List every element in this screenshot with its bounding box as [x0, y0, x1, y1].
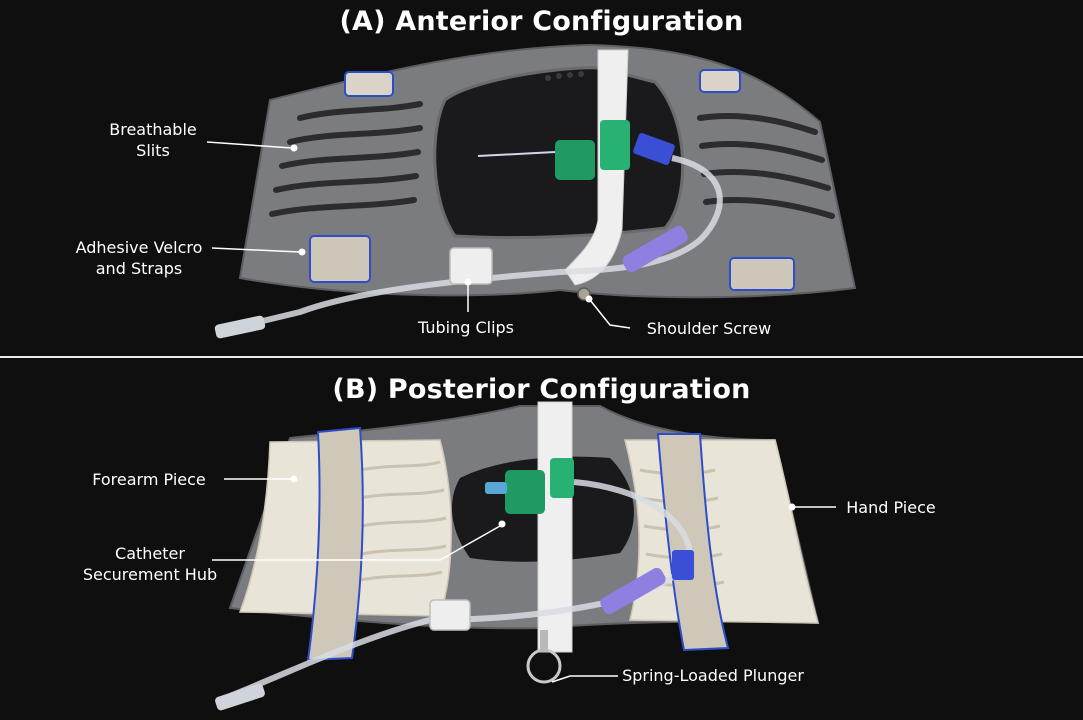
- label-catheter-hub: Catheter Securement Hub: [80, 543, 220, 585]
- label-catheter-line-2: Securement Hub: [82, 565, 218, 584]
- forearm-foam-ridges: [359, 460, 447, 582]
- tubing-clip-posterior: [429, 599, 471, 631]
- iv-tubing-anterior: [224, 155, 723, 333]
- purple-connector-posterior: [600, 567, 666, 615]
- posterior-splint-photo: [212, 401, 836, 711]
- elastic-strap-anterior: [564, 49, 629, 286]
- hand-foam-piece: [624, 439, 819, 624]
- panel-anterior: (A) Anterior Configuration: [0, 0, 1083, 356]
- blue-connector-posterior: [672, 550, 694, 580]
- leader-dots-a: [290, 144, 593, 303]
- panel-posterior: (B) Posterior Configuration: [0, 358, 1083, 720]
- label-catheter-line-1: Catheter: [115, 544, 185, 563]
- breathable-slits-left: [269, 101, 423, 217]
- purple-connector-anterior: [622, 225, 688, 273]
- label-hand-piece: Hand Piece: [846, 498, 936, 517]
- catheter-hub-anterior: [477, 120, 630, 180]
- panel-divider: [0, 356, 1083, 358]
- spring-plunger-ring-icon: [526, 648, 562, 684]
- forearm-strap: [306, 426, 364, 662]
- anterior-splint-photo: [206, 43, 857, 339]
- label-velcro-line-2: and Straps: [95, 259, 183, 278]
- panel-a-title: (A) Anterior Configuration: [339, 6, 744, 37]
- leader-lines-b: [212, 478, 836, 683]
- leader-lines-a: [206, 141, 631, 329]
- catheter-hub-posterior: [485, 458, 574, 514]
- vent-holes: [545, 71, 584, 81]
- velcro-straps: [309, 69, 795, 291]
- label-spring-plunger: Spring-Loaded Plunger: [622, 666, 804, 685]
- label-breathable-slits: Breathable Slits: [98, 119, 208, 161]
- label-breathable-line-2: Slits: [136, 141, 170, 160]
- tubing-end-anterior: [214, 315, 266, 339]
- leader-dots-b: [290, 475, 796, 528]
- tubing-clip-anterior: [449, 247, 493, 285]
- iv-tubing-posterior: [223, 479, 694, 701]
- label-forearm-piece: Forearm Piece: [92, 470, 206, 489]
- panel-b-title: (B) Posterior Configuration: [332, 374, 751, 405]
- blue-connector-anterior: [633, 133, 675, 165]
- spring-plunger-shaft: [540, 630, 548, 652]
- label-shoulder-screw: Shoulder Screw: [646, 319, 772, 338]
- label-tubing-clips: Tubing Clips: [417, 318, 515, 337]
- label-breathable-line-1: Breathable: [109, 120, 197, 139]
- label-adhesive-velcro: Adhesive Velcro and Straps: [66, 237, 212, 279]
- label-velcro-line-1: Adhesive Velcro: [75, 238, 203, 257]
- tubing-end-posterior: [215, 683, 265, 711]
